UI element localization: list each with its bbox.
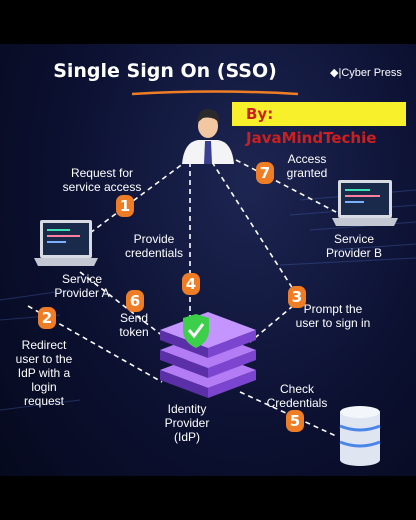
line-provider-a-idp: [79, 271, 169, 341]
step-5-badge: 5: [286, 410, 304, 432]
step-3-badge: 3: [288, 286, 306, 308]
step-4-badge: 4: [182, 273, 200, 295]
line-user-idp-3: [211, 161, 301, 301]
line-user-provider-b: [235, 159, 337, 213]
step-1-badge: 1: [116, 195, 134, 217]
title-underline: [131, 90, 299, 96]
byline: By: JavaMindTechie: [232, 102, 406, 147]
step-7-badge: 7: [256, 162, 274, 184]
step-6-badge: 6: [126, 290, 144, 312]
step-2-badge: 2: [38, 307, 56, 329]
line-provider-a-idp-2: [27, 305, 163, 383]
line-user-provider-a: [85, 159, 189, 237]
top-bar: [0, 0, 416, 44]
brand-label: ◆|Cyber Press: [330, 67, 402, 79]
page-title: Single Sign On (SSO): [53, 60, 277, 82]
bottom-bar: [0, 476, 416, 520]
